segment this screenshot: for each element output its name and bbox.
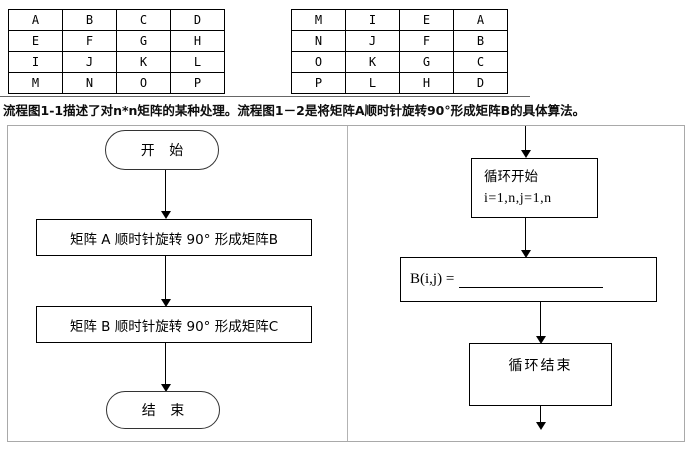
- matrix-cell: J: [345, 30, 400, 52]
- divider-line: [0, 96, 530, 97]
- arrow-down-icon: [161, 211, 171, 219]
- loop-end-label: 循环结束: [508, 358, 573, 374]
- matrix-cell: N: [291, 30, 346, 52]
- matrix-cell: G: [116, 30, 171, 52]
- arrow-down-icon: [536, 336, 546, 344]
- matrix-cell: J: [62, 51, 117, 73]
- caption-text: 流程图1-1描述了对n*n矩阵的某种处理。流程图1－2是将矩阵A顺时针旋转90°…: [3, 103, 586, 118]
- matrix-cell: B: [62, 9, 117, 31]
- matrix-cell: M: [291, 9, 346, 31]
- matrix-cell: H: [399, 72, 454, 94]
- connector-line: [165, 256, 166, 299]
- matrix-cell: K: [345, 51, 400, 73]
- connector-line: [540, 302, 541, 336]
- matrix-cell: H: [170, 30, 225, 52]
- matrix-cell: E: [399, 9, 454, 31]
- connector-line: [525, 126, 526, 150]
- matrix-cell: D: [170, 9, 225, 31]
- matrix-cell: B: [453, 30, 508, 52]
- connector-line: [165, 170, 166, 211]
- matrix-cell: F: [62, 30, 117, 52]
- loop-start-title: 循环开始: [484, 169, 538, 185]
- matrix-cell: I: [8, 51, 63, 73]
- matrix-cell: P: [291, 72, 346, 94]
- matrix-cell: G: [399, 51, 454, 73]
- step1-label: 矩阵 A 顺时针旋转 90° 形成矩阵B: [69, 231, 279, 248]
- matrix-cell: K: [116, 51, 171, 73]
- arrow-down-icon: [521, 150, 531, 158]
- end-terminator: 结 束: [106, 391, 220, 429]
- matrix-cell: P: [170, 72, 225, 94]
- matrix-cell: M: [8, 72, 63, 94]
- connector-line: [165, 343, 166, 384]
- matrix-cell: A: [453, 9, 508, 31]
- arrow-down-icon: [161, 384, 171, 392]
- arrow-down-icon: [536, 422, 546, 430]
- assignment-label: B(i,j) =: [410, 271, 455, 287]
- flowcharts-panel: 开 始 矩阵 A 顺时针旋转 90° 形成矩阵B 矩阵 B 顺时针旋转 90° …: [7, 125, 685, 442]
- loop-start-params: i=1,n,j=1,n: [484, 191, 552, 206]
- step2-label: 矩阵 B 顺时针旋转 90° 形成矩阵C: [69, 318, 279, 335]
- loop-start-box: 循环开始 i=1,n,j=1,n: [471, 158, 598, 218]
- process-step1: 矩阵 A 顺时针旋转 90° 形成矩阵B: [36, 219, 312, 256]
- start-terminator: 开 始: [105, 130, 219, 170]
- start-label: 开 始: [140, 143, 189, 159]
- matrix-cell: C: [453, 51, 508, 73]
- arrow-down-icon: [161, 299, 171, 307]
- matrix-cell: A: [8, 9, 63, 31]
- end-label: 结 束: [141, 403, 190, 419]
- connector-line: [525, 218, 526, 250]
- matrix-cell: L: [345, 72, 400, 94]
- arrow-down-icon: [521, 250, 531, 258]
- matrix-cell: L: [170, 51, 225, 73]
- assignment-box: B(i,j) =: [400, 257, 657, 302]
- matrix-cell: O: [116, 72, 171, 94]
- matrix-cell: N: [62, 72, 117, 94]
- matrix-cell: F: [399, 30, 454, 52]
- matrix-cell: E: [8, 30, 63, 52]
- fill-in-blank: [459, 272, 604, 288]
- matrix-cell: D: [453, 72, 508, 94]
- flowchart1-panel: [8, 126, 348, 441]
- matrix-cell: I: [345, 9, 400, 31]
- process-step2: 矩阵 B 顺时针旋转 90° 形成矩阵C: [36, 306, 312, 343]
- matrix-cell: O: [291, 51, 346, 73]
- connector-line: [540, 406, 541, 422]
- matrix-cell: C: [116, 9, 171, 31]
- loop-end-box: 循环结束: [469, 343, 612, 406]
